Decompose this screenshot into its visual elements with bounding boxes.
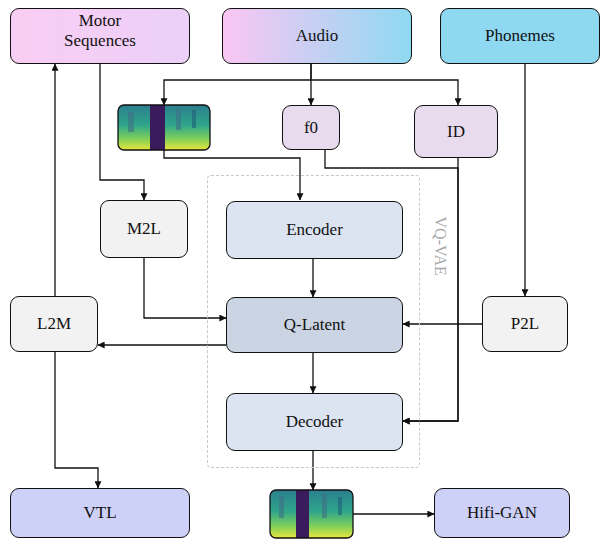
- node-label: Motor Sequences: [50, 11, 150, 50]
- node-label: Hifi-GAN: [467, 503, 537, 523]
- node-label: Phonemes: [485, 26, 555, 46]
- latent-box: Q-Latent: [226, 297, 403, 353]
- flow-arrow: [55, 352, 98, 488]
- flow-arrow: [403, 323, 482, 324]
- flow-arrow: [312, 259, 313, 297]
- group-label: VQ-VAE: [430, 217, 448, 276]
- model-group: VQ-VAEEncoderQ-LatentDecoder: [207, 175, 420, 468]
- output-box: Hifi-GAN: [434, 488, 570, 538]
- flow-arrow: [312, 353, 313, 393]
- node-label: L2M: [37, 314, 71, 334]
- feature-box: ID: [414, 105, 498, 158]
- layout-wires: [164, 80, 434, 514]
- node-label: M2L: [127, 219, 161, 239]
- node-label: P2L: [511, 314, 539, 334]
- node-label: f0: [304, 118, 318, 138]
- node-label: Decoder: [286, 412, 344, 432]
- decoder-to-spectrogram: [312, 450, 313, 490]
- process-box: Decoder: [226, 393, 403, 451]
- node-label: ID: [447, 122, 465, 142]
- flow-arrow: [311, 64, 458, 105]
- mapper-box: M2L: [100, 200, 188, 258]
- spectrogram-to-vocoder: [353, 513, 434, 514]
- output-box: VTL: [10, 488, 190, 538]
- flow-arrow: [524, 64, 525, 296]
- audio-to-spectrogram: [164, 80, 311, 105]
- spectrogram-image: [270, 490, 353, 538]
- node-label: Audio: [296, 26, 339, 46]
- mapper-box: P2L: [482, 296, 568, 352]
- input-box: Audio: [222, 8, 412, 64]
- flow-arrow: [100, 64, 144, 200]
- process-box: Encoder: [226, 201, 403, 259]
- flow-arrow: [144, 258, 226, 318]
- input-box: Phonemes: [440, 8, 600, 64]
- node-label: VTL: [83, 503, 116, 523]
- input-box: Motor Sequences: [10, 8, 190, 64]
- flow-arrow: [325, 150, 458, 421]
- mapper-box: L2M: [10, 296, 98, 352]
- spectrogram-image: [118, 105, 210, 150]
- feature-box: f0: [282, 105, 340, 150]
- node-label: Encoder: [286, 220, 343, 240]
- node-label: Q-Latent: [284, 315, 345, 335]
- flow-arrow: [403, 158, 458, 421]
- flow-arrow: [54, 64, 55, 296]
